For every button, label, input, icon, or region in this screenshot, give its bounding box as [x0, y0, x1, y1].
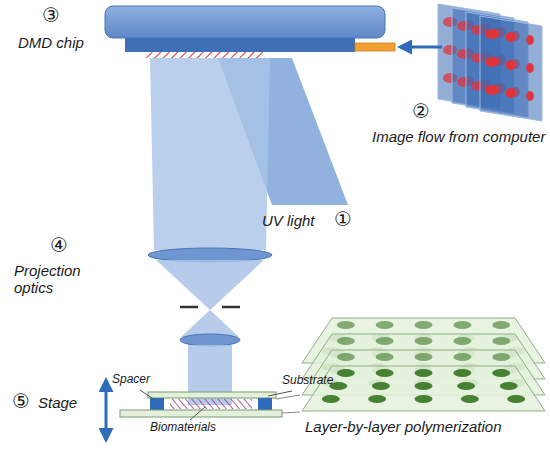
image-frame: [480, 16, 542, 121]
layer-sheet: [302, 334, 545, 379]
polymer-layers: [302, 318, 545, 411]
part-label: Substrate: [282, 374, 333, 388]
polymer-dot: [492, 353, 510, 361]
leader-line: [268, 391, 292, 396]
polymer-dot: [415, 395, 433, 403]
lens: [180, 334, 240, 346]
part-label: DMD chip: [18, 34, 84, 51]
pattern-dot: [485, 57, 499, 67]
callout-number: ③: [42, 4, 60, 27]
dmd-housing: [105, 6, 385, 38]
stage-arrow: [105, 380, 108, 440]
substrate-plate: [148, 392, 276, 398]
leader-line: [190, 407, 205, 420]
polymer-layer: [302, 366, 545, 411]
polymer-dot: [415, 337, 433, 345]
polymer-dot: [453, 369, 471, 377]
pattern-dot: [526, 35, 534, 45]
pattern-dot: [506, 88, 517, 98]
polymer-dot: [492, 369, 510, 377]
zoom-line: [276, 395, 300, 399]
polymer-dot: [461, 395, 479, 403]
signal-arrow: [400, 46, 442, 49]
polymer-dot: [492, 337, 510, 345]
polymer-dot: [337, 369, 355, 377]
pattern-dot: [485, 85, 499, 95]
caption-label: Layer-by-layer polymerization: [305, 418, 501, 435]
polymer-dot: [492, 321, 510, 329]
callout-number: ⑤: [12, 390, 30, 413]
image-frames: [438, 4, 542, 121]
layer-sheet: [302, 318, 545, 363]
polymer-dot: [453, 353, 471, 361]
part-label: Spacer: [112, 373, 150, 387]
polymer-layer: [302, 318, 545, 363]
polymer-dot: [415, 321, 433, 329]
polymer-dot: [372, 382, 390, 390]
signal-cable: [355, 43, 395, 51]
part-label: Image flow from computer: [372, 128, 545, 145]
zoom-line: [282, 412, 300, 413]
polymer-layer: [302, 350, 545, 395]
aperture: [180, 306, 198, 309]
pattern-dot: [485, 29, 499, 39]
polymer-dot: [457, 382, 475, 390]
layer-sheet: [302, 350, 545, 395]
polymer-dot: [415, 369, 433, 377]
spacer: [150, 398, 164, 410]
polymer-dot: [500, 382, 518, 390]
reflected-beam: [150, 58, 270, 250]
polymer-dot: [376, 369, 394, 377]
leader-line: [140, 390, 155, 400]
pattern-dot: [506, 32, 517, 42]
aperture: [222, 306, 240, 309]
part-label: Biomaterials: [150, 421, 216, 435]
polymer-dot: [337, 337, 355, 345]
spacer: [258, 398, 272, 410]
polymer-layer: [302, 334, 545, 379]
pattern-dot: [526, 63, 534, 73]
frame-sheet: [480, 16, 542, 121]
polymer-dot: [507, 395, 525, 403]
callout-number: ④: [50, 234, 68, 257]
polymer-dot: [337, 353, 355, 361]
part-label: Projection optics: [14, 262, 106, 297]
part-label: Stage: [38, 394, 77, 411]
polymer-dot: [376, 353, 394, 361]
polymer-dot: [376, 337, 394, 345]
callout-number: ①: [334, 208, 352, 231]
dmd-chip: [125, 38, 355, 52]
converging-beam: [156, 260, 264, 310]
polymer-dot: [415, 353, 433, 361]
part-label: UV light: [262, 212, 315, 229]
polymer-dot: [376, 321, 394, 329]
polymer-dot: [453, 321, 471, 329]
polymer-dot: [415, 382, 433, 390]
polymer-dot: [453, 337, 471, 345]
pattern-dot: [506, 60, 517, 70]
diverging-beam: [181, 310, 239, 337]
polymer-dot: [322, 395, 340, 403]
micromirrors: [145, 52, 265, 58]
polymer-dot: [337, 321, 355, 329]
callout-number: ②: [412, 100, 430, 123]
pattern-dot: [526, 91, 534, 101]
biomaterial: [170, 399, 252, 409]
polymer-dot: [368, 395, 386, 403]
lens: [148, 248, 272, 262]
layer-sheet: [302, 366, 545, 411]
